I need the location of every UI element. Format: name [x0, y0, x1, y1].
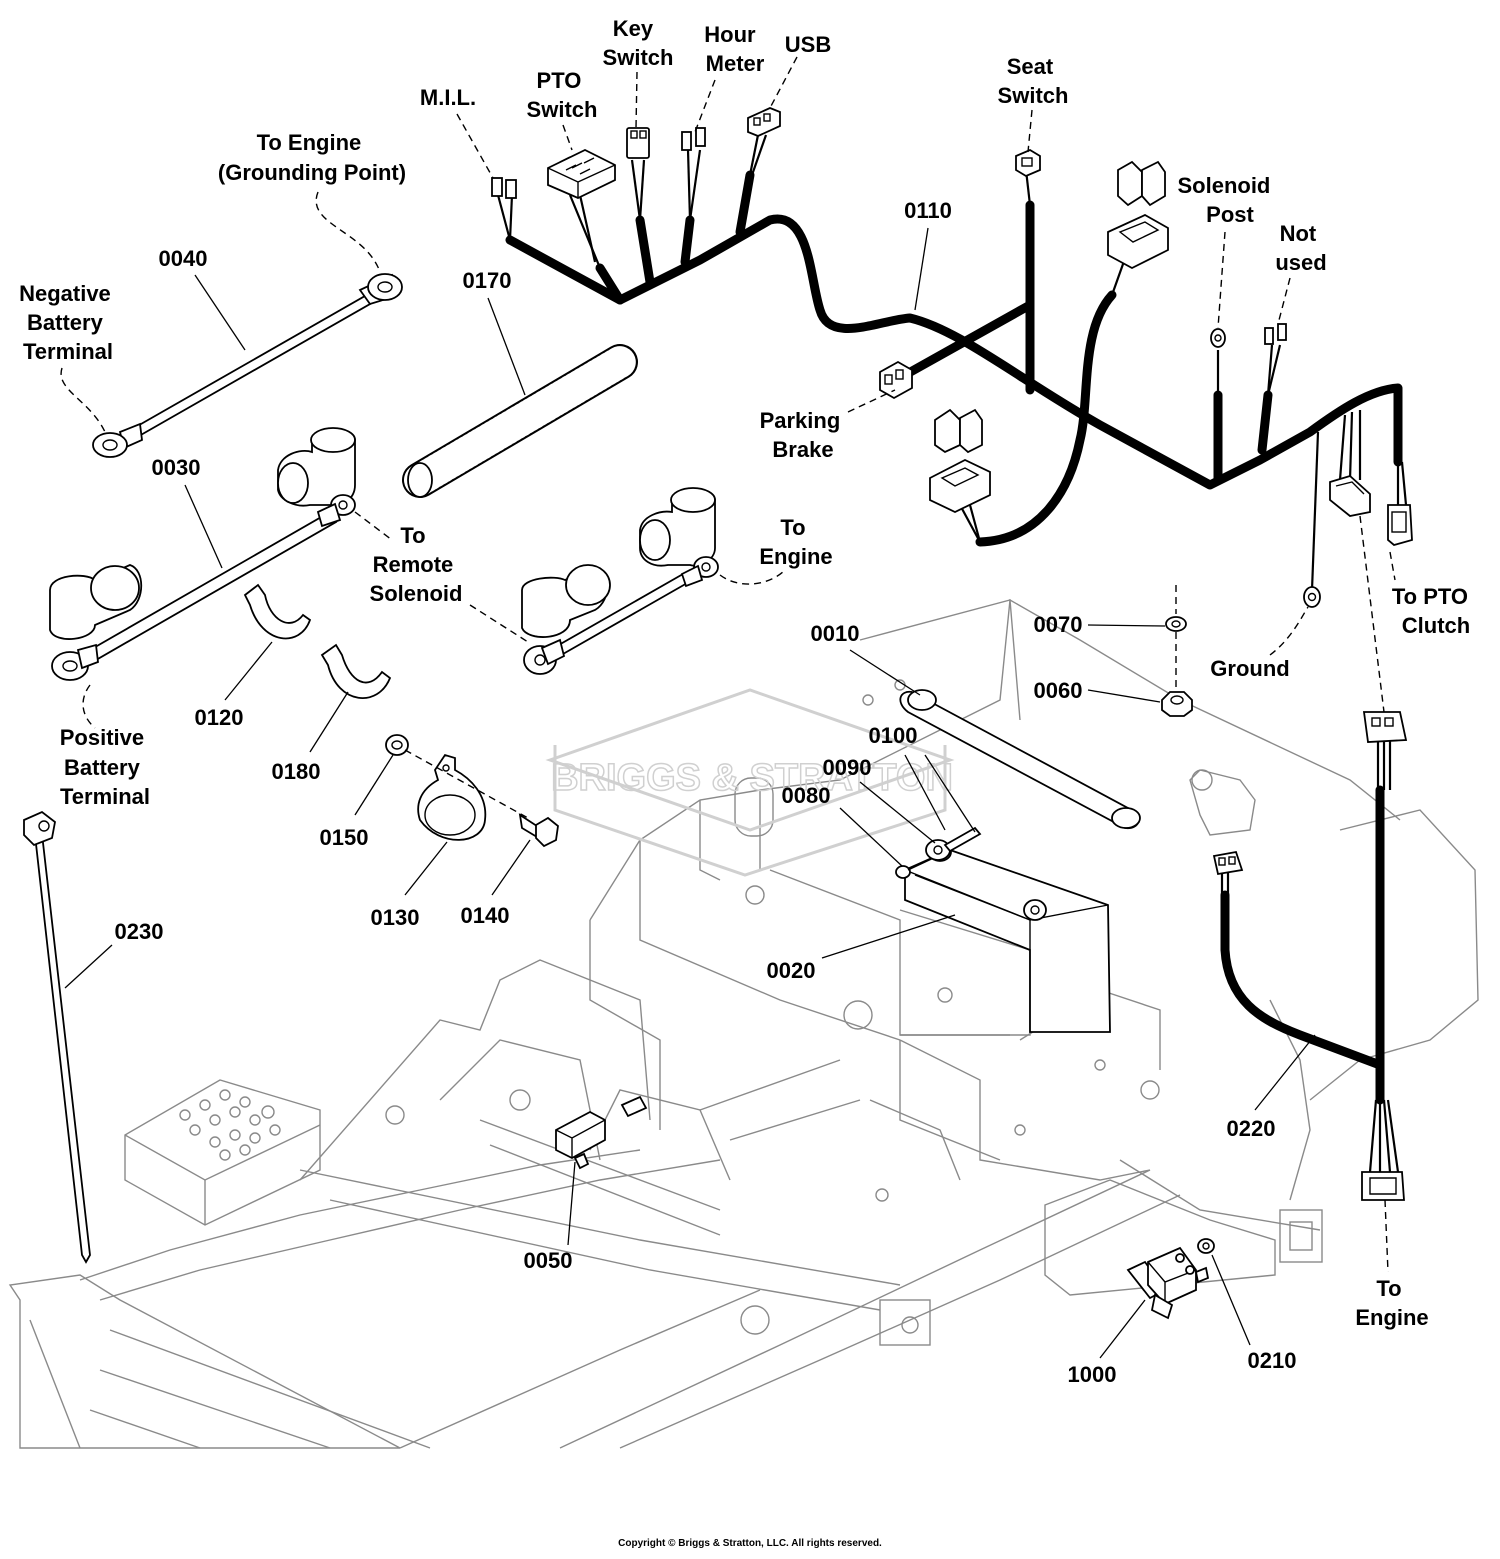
engine-cable	[521, 487, 719, 675]
callout-0050: 0050	[524, 1248, 573, 1273]
nut-0210	[1197, 1238, 1215, 1254]
label-not-used: Not used	[1275, 221, 1326, 275]
callout-0080: 0080	[782, 783, 831, 808]
positive-cable-0030	[49, 427, 356, 681]
ground-ring	[1303, 586, 1321, 608]
label-to-pto-clutch: To PTO Clutch	[1392, 584, 1474, 638]
callout-numbers: 0040 0170 0110 0030 0120 0180 0150 0130 …	[115, 198, 1297, 1387]
callout-0030: 0030	[152, 455, 201, 480]
tractor-frame	[8, 598, 1479, 1449]
label-pto-switch: PTO Switch	[527, 68, 598, 122]
label-to-engine-harness: To Engine	[1355, 1276, 1428, 1330]
not-used-connector	[1264, 323, 1287, 345]
solenoid-1000	[1126, 1246, 1210, 1320]
callout-0180: 0180	[272, 759, 321, 784]
callout-0140: 0140	[461, 903, 510, 928]
label-hour-meter: Hour Meter	[704, 22, 765, 76]
battery-hold-down-0010	[899, 689, 1141, 829]
copyright-notice: Copyright © Briggs & Stratton, LLC. All …	[618, 1538, 882, 1549]
callout-0130: 0130	[371, 905, 420, 930]
battery-0020	[904, 842, 1111, 1033]
conduit-0170	[402, 344, 638, 498]
seat-switch-connector	[1015, 148, 1041, 178]
label-positive-battery-terminal: Positive Battery Terminal	[60, 725, 151, 809]
callout-0010: 0010	[811, 621, 860, 646]
callout-0090: 0090	[823, 755, 872, 780]
usb-connector	[747, 107, 781, 137]
label-ground: Ground	[1210, 656, 1289, 681]
solenoid-post-ring	[1210, 328, 1226, 348]
bolt-0140	[518, 813, 559, 848]
pedal-holes	[179, 1089, 281, 1161]
callout-0100: 0100	[869, 723, 918, 748]
callout-1000: 1000	[1068, 1362, 1117, 1387]
text-labels: Negative Battery Terminal To Engine (Gro…	[19, 16, 1474, 1330]
callout-0210: 0210	[1248, 1348, 1297, 1373]
label-usb: USB	[785, 32, 831, 57]
cable-strap-0180	[320, 643, 392, 699]
pto-switch-connector	[547, 148, 616, 199]
callout-0150: 0150	[320, 825, 369, 850]
pto-clutch-connector	[1387, 504, 1413, 546]
nut-0060	[1161, 691, 1193, 717]
pto-clutch-connector-left	[1329, 474, 1371, 517]
callout-0170: 0170	[463, 268, 512, 293]
callout-0020: 0020	[767, 958, 816, 983]
clamp-0130	[417, 753, 487, 841]
label-to-engine-grounding-point: To Engine (Grounding Point)	[218, 130, 406, 185]
label-seat-switch: Seat Switch	[998, 54, 1069, 108]
label-solenoid-post: Solenoid Post	[1177, 173, 1276, 227]
label-mil: M.I.L.	[420, 85, 476, 110]
dashed-leaders	[60, 56, 1396, 1273]
watermark: BRIGGS & STRATTON	[545, 688, 955, 877]
callout-0110: 0110	[904, 198, 952, 223]
battery-bolt-0100	[943, 826, 982, 853]
leader-lines	[64, 227, 1316, 1359]
watermark-text: BRIGGS & STRATTON	[551, 757, 953, 799]
cable-strap-0120	[243, 583, 312, 640]
parking-brake-connector	[879, 360, 913, 400]
battery-washer-0090	[925, 839, 951, 861]
main-wiring-harness	[491, 107, 1413, 608]
hour-meter-connector	[681, 127, 706, 151]
switch-0050	[555, 1095, 648, 1170]
label-key-switch: Key Switch	[603, 16, 674, 70]
key-switch-connector	[626, 127, 650, 159]
label-to-engine-cable: To Engine	[759, 515, 832, 569]
label-negative-battery-terminal: Negative Battery Terminal	[19, 281, 117, 364]
ground-cable-0040	[92, 273, 403, 458]
callout-0120: 0120	[195, 705, 244, 730]
fuse-holder-bottom	[929, 408, 991, 513]
cable-tie-0230	[23, 810, 91, 1264]
nut-0150	[385, 734, 409, 756]
callout-0060: 0060	[1034, 678, 1083, 703]
lock-washer-0070	[1165, 616, 1187, 632]
fuse-holder-top	[1107, 160, 1169, 270]
callout-0070: 0070	[1034, 612, 1083, 637]
engine-harness-0220	[1212, 711, 1408, 1201]
mil-connector	[491, 177, 517, 199]
callout-0220: 0220	[1227, 1116, 1276, 1141]
callout-0230: 0230	[115, 919, 164, 944]
label-parking-brake: Parking Brake	[760, 408, 847, 462]
label-to-remote-solenoid: To Remote Solenoid	[370, 523, 463, 606]
callout-0040: 0040	[159, 246, 208, 271]
